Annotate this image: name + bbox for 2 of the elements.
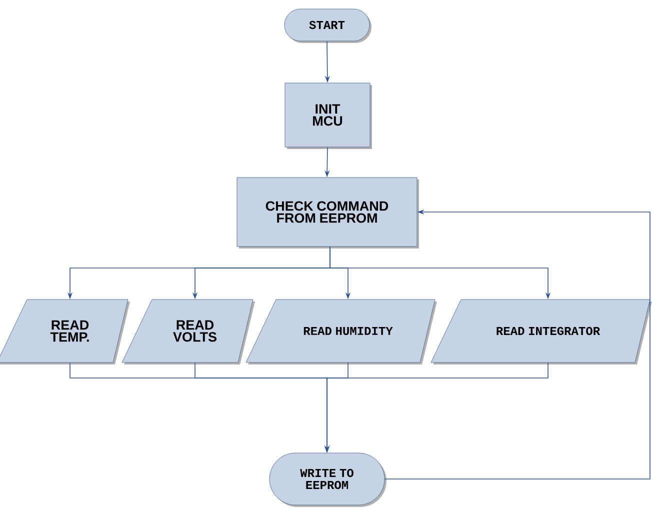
process-box: INIT MCU xyxy=(284,82,372,149)
process-box: CHECK COMMAND FROM EEPROM xyxy=(236,177,419,248)
